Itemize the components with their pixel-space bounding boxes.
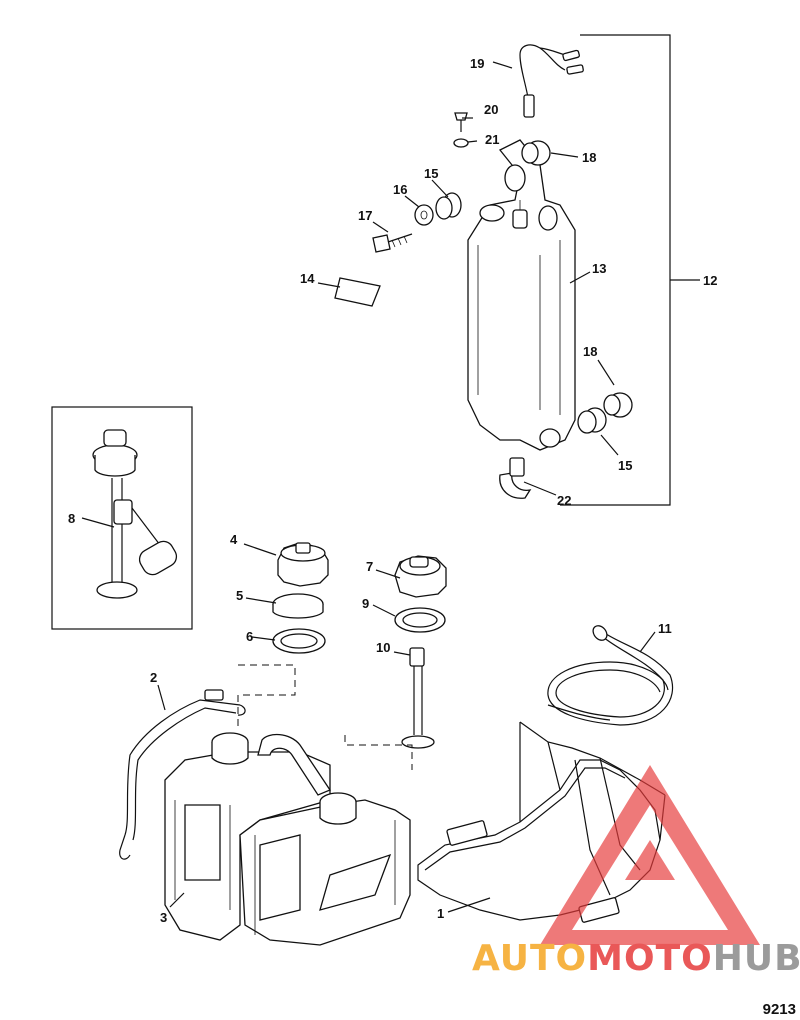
callout-3: 3 <box>160 910 167 925</box>
callout-18-lower: 18 <box>583 344 597 359</box>
callout-19: 19 <box>470 56 484 71</box>
callout-15-lower: 15 <box>618 458 632 473</box>
callout-22: 22 <box>557 493 571 508</box>
fuel-cap-set <box>272 542 329 654</box>
fuel-hose <box>547 625 674 726</box>
tank-cradle <box>417 721 666 923</box>
callout-5: 5 <box>236 588 243 603</box>
watermark-hub: HUB <box>713 938 800 979</box>
callout-20: 20 <box>484 102 498 117</box>
level-sensor-wire <box>519 44 584 118</box>
callout-8: 8 <box>68 511 75 526</box>
watermark-auto: AUTO <box>472 938 587 979</box>
leader-lines <box>81 61 656 913</box>
callout-17: 17 <box>358 208 372 223</box>
callout-18: 18 <box>582 150 596 165</box>
watermark-logo-text: AUTOMOTOHUB <box>472 938 800 979</box>
callout-15: 15 <box>424 166 438 181</box>
grommets-and-hardware <box>334 140 633 499</box>
callout-10: 10 <box>376 640 390 655</box>
portable-fuel-tank <box>164 732 411 946</box>
callout-14: 14 <box>300 271 315 286</box>
callout-1: 1 <box>437 906 444 921</box>
callout-4: 4 <box>230 532 238 547</box>
callout-9: 9 <box>362 596 369 611</box>
tank-strap <box>119 689 246 860</box>
callout-13: 13 <box>592 261 606 276</box>
oil-reservoir <box>467 139 576 451</box>
watermark-triangle-icon <box>540 765 760 945</box>
fuel-gauge-inset <box>51 406 193 630</box>
assembly-12-bracket <box>560 34 700 506</box>
gauge-cap-set <box>394 555 447 749</box>
callout-12: 12 <box>703 273 717 288</box>
assembly-guide-lines <box>237 664 413 770</box>
automotohub-watermark: AUTOMOTOHUB <box>472 765 800 979</box>
watermark-moto: MOTO <box>587 938 713 979</box>
callout-16: 16 <box>393 182 407 197</box>
callout-labels: 19 20 21 18 15 16 17 14 13 12 18 15 22 8… <box>68 56 717 925</box>
callout-7: 7 <box>366 559 373 574</box>
figure-number: 9213 <box>762 1001 796 1018</box>
callout-6: 6 <box>246 629 253 644</box>
callout-2: 2 <box>150 670 157 685</box>
callout-11: 11 <box>658 621 672 636</box>
callout-21: 21 <box>485 132 499 147</box>
